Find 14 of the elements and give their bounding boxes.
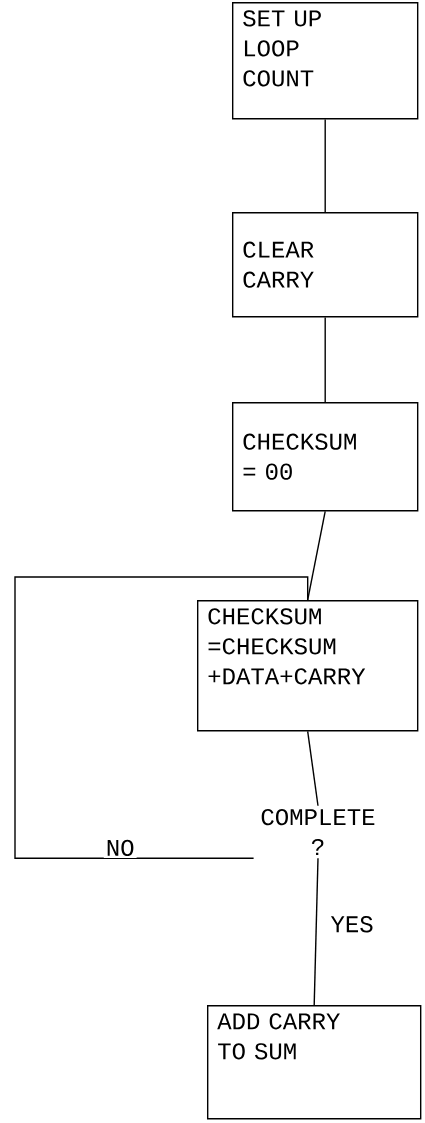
connector-line <box>324 316 326 403</box>
process-box: CHECKSUM = 00 <box>232 402 419 512</box>
connector-line <box>14 576 309 859</box>
connector-line <box>307 510 326 601</box>
process-box: CLEAR CARRY <box>232 212 419 318</box>
process-box: ADD CARRY TO SUM <box>207 1004 422 1120</box>
edge-label: NO <box>103 837 137 858</box>
decision-text: COMPLETE ? <box>261 808 375 855</box>
process-box: SET UP LOOP COUNT <box>232 2 419 120</box>
process-box: CHECKSUM =CHECKSUM +DATA+CARRY <box>197 600 419 732</box>
connector-line <box>313 857 319 1006</box>
connector-line <box>307 730 319 807</box>
edge-label: YES <box>328 914 376 935</box>
connector-line <box>324 118 326 213</box>
